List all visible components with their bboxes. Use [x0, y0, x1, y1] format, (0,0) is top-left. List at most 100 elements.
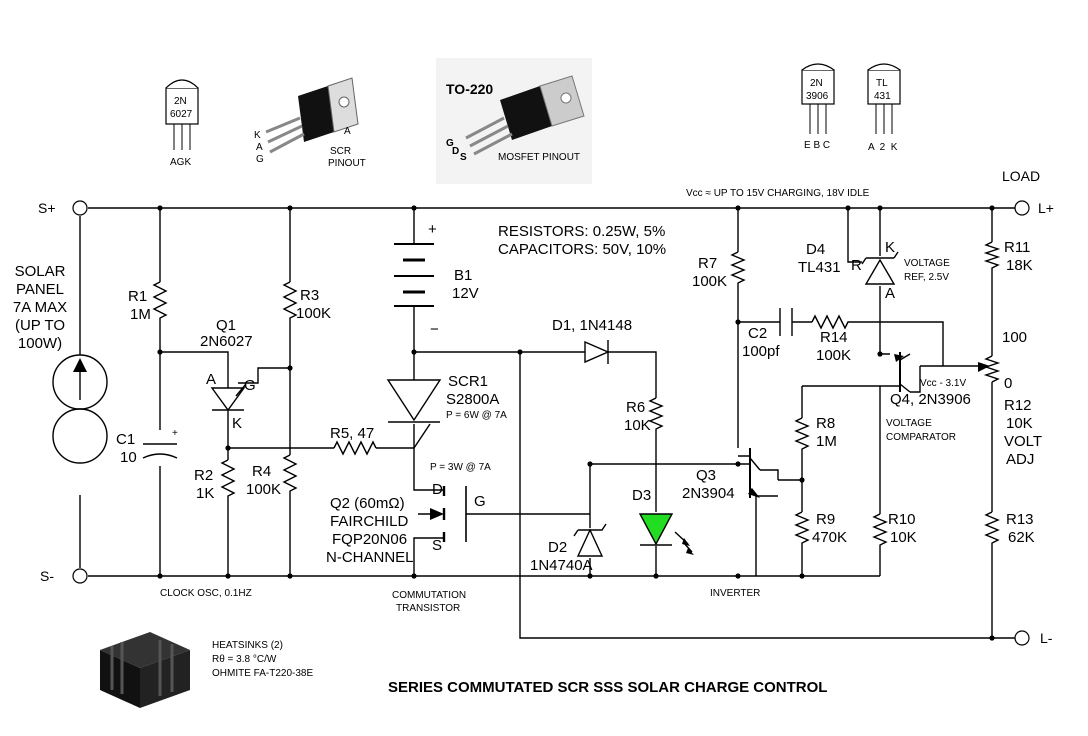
resistor-r3: R3 100K [282, 281, 331, 322]
shunt-reg-d4: D4 TL431 R K A VOLTAGE REF, 2.5V [798, 239, 950, 302]
q3-part: 2N3904 [682, 485, 735, 502]
to220-pin-g: G [446, 138, 454, 149]
c1-value: 10 [120, 449, 137, 466]
r7-value: 100K [692, 273, 727, 290]
terminal-s-minus [72, 568, 88, 584]
terminal-l-plus [1014, 200, 1030, 216]
q1-ref: Q1 [216, 317, 236, 334]
terminals: S+ S- LOAD L+ L- [38, 168, 1054, 646]
r8-value: 1M [816, 433, 837, 450]
r14-value: 100K [816, 347, 851, 364]
r2-ref: R2 [194, 467, 213, 484]
resistor-r10: R10 10K [872, 511, 917, 546]
pnp-q4: Q4, 2N3906 Vcc - 3.1V VOLTAGE COMPARATOR [886, 352, 971, 443]
put-q1: Q1 2N6027 A G K [200, 317, 256, 432]
r10-ref: R10 [888, 511, 916, 528]
to220-pin-d: D [452, 146, 459, 157]
q2-pin-s: S [432, 537, 442, 554]
capacitor-c2: C2 100pf [742, 308, 793, 360]
resistor-r9: R9 470K [794, 511, 847, 546]
scr-scr1: SCR1 S2800A P = 6W @ 7A [386, 372, 507, 449]
solar-current-source: SOLAR PANEL 7A MAX (UP TO 100W) [13, 263, 108, 464]
led-body [638, 513, 674, 546]
q2-make: FAIRCHILD [330, 513, 409, 530]
resistor-r7: R7 100K [692, 251, 746, 290]
resistor-r6: R6 10K [624, 397, 664, 434]
voltage-ref-1: VOLTAGE [904, 258, 950, 269]
pinout-tl431: TL 431 A 2 K [867, 63, 901, 153]
p3906-body-1: 2N [810, 78, 823, 89]
heatsink-line-2: Rθ = 3.8 °C/W [212, 654, 277, 665]
pinout-to220: TO-220 G D S MOSFET PINOUT [436, 58, 592, 184]
r1-ref: R1 [128, 288, 147, 305]
r6-value: 10K [624, 417, 651, 434]
potentiometer-r12: 100 0 R12 10K VOLT ADJ [978, 329, 1042, 468]
battery-b1: + − B1 12V [394, 221, 479, 338]
c1-ref: C1 [116, 431, 135, 448]
scr-tab-a: A [344, 126, 351, 137]
to220-name: TO-220 [446, 81, 493, 97]
spec-resistors: RESISTORS: 0.25W, 5% [498, 223, 665, 240]
capacitor-c1: + C1 10 [116, 428, 178, 466]
to220-caption: MOSFET PINOUT [498, 152, 580, 163]
inverter-label: INVERTER [710, 588, 760, 599]
d4-pin-r: R [851, 257, 862, 274]
diode-d1: D1, 1N4148 [552, 317, 632, 364]
commutation-label-1: COMMUTATION [392, 590, 466, 601]
p3906-body-2: 3906 [806, 91, 829, 102]
q3-ref: Q3 [696, 467, 716, 484]
junction-dots [157, 205, 995, 641]
resistor-r5: R5, 47 [330, 425, 377, 456]
r5-label: R5, 47 [330, 425, 374, 442]
pot-100: 100 [1002, 329, 1027, 346]
r8-ref: R8 [816, 415, 835, 432]
solar-label-1: SOLAR [15, 263, 66, 280]
p6027-body-2: 6027 [170, 109, 193, 120]
r11-value: 18K [1006, 257, 1033, 274]
b1-minus: − [430, 321, 439, 338]
r14-ref: R14 [820, 329, 848, 346]
r1-value: 1M [130, 306, 151, 323]
clock-osc-label: CLOCK OSC, 0.1HZ [160, 588, 252, 599]
r9-value: 470K [812, 529, 847, 546]
resistor-r14: R14 100K [811, 314, 852, 364]
r11-ref: R11 [1004, 239, 1030, 256]
r10-value: 10K [890, 529, 917, 546]
r4-ref: R4 [252, 463, 271, 480]
resistor-r11: R11 18K [983, 239, 1033, 274]
spec-capacitors: CAPACITORS: 50V, 10% [498, 241, 666, 258]
voltage-comp-2: COMPARATOR [886, 432, 956, 443]
d2-part: 1N4740A [530, 557, 593, 574]
d3-label: D3 [632, 487, 651, 504]
q1-pin-a: A [206, 371, 216, 388]
vcc-note: Vcc ≈ UP TO 15V CHARGING, 18V IDLE [686, 188, 870, 199]
pinout-2n6027: 2N 6027 AGK [165, 79, 199, 168]
r13-value: 62K [1008, 529, 1035, 546]
heatsink-line-3: OHMITE FA-T220-38E [212, 668, 313, 679]
s-plus-label: S+ [38, 200, 56, 216]
q2-power: P = 3W @ 7A [430, 462, 491, 473]
r3-ref: R3 [300, 287, 319, 304]
c2-ref: C2 [748, 325, 767, 342]
r13-ref: R13 [1006, 511, 1034, 528]
scr-pin-k: K [254, 130, 261, 141]
d4-ref: D4 [806, 241, 825, 258]
scr-caption-1: SCR [330, 146, 351, 157]
diagram-title: SERIES COMMUTATED SCR SSS SOLAR CHARGE C… [388, 679, 827, 696]
r12-ref: R12 [1004, 397, 1032, 414]
resistor-r1: R1 1M [128, 281, 168, 323]
scr1-ref: SCR1 [448, 373, 488, 390]
p3906-pins: E B C [804, 140, 830, 151]
q4-label: Q4, 2N3906 [890, 391, 971, 408]
b1-value: 12V [452, 285, 479, 302]
d1-label: D1, 1N4148 [552, 317, 632, 334]
l-minus-label: L- [1040, 630, 1053, 646]
p6027-pins: AGK [170, 157, 191, 168]
r6-ref: R6 [626, 399, 645, 416]
led-d3: D3 [632, 487, 694, 555]
d4-pin-a: A [885, 285, 895, 302]
s-minus-label: S- [40, 568, 54, 584]
q2-part: FQP20N06 [332, 531, 407, 548]
r3-value: 100K [296, 305, 331, 322]
